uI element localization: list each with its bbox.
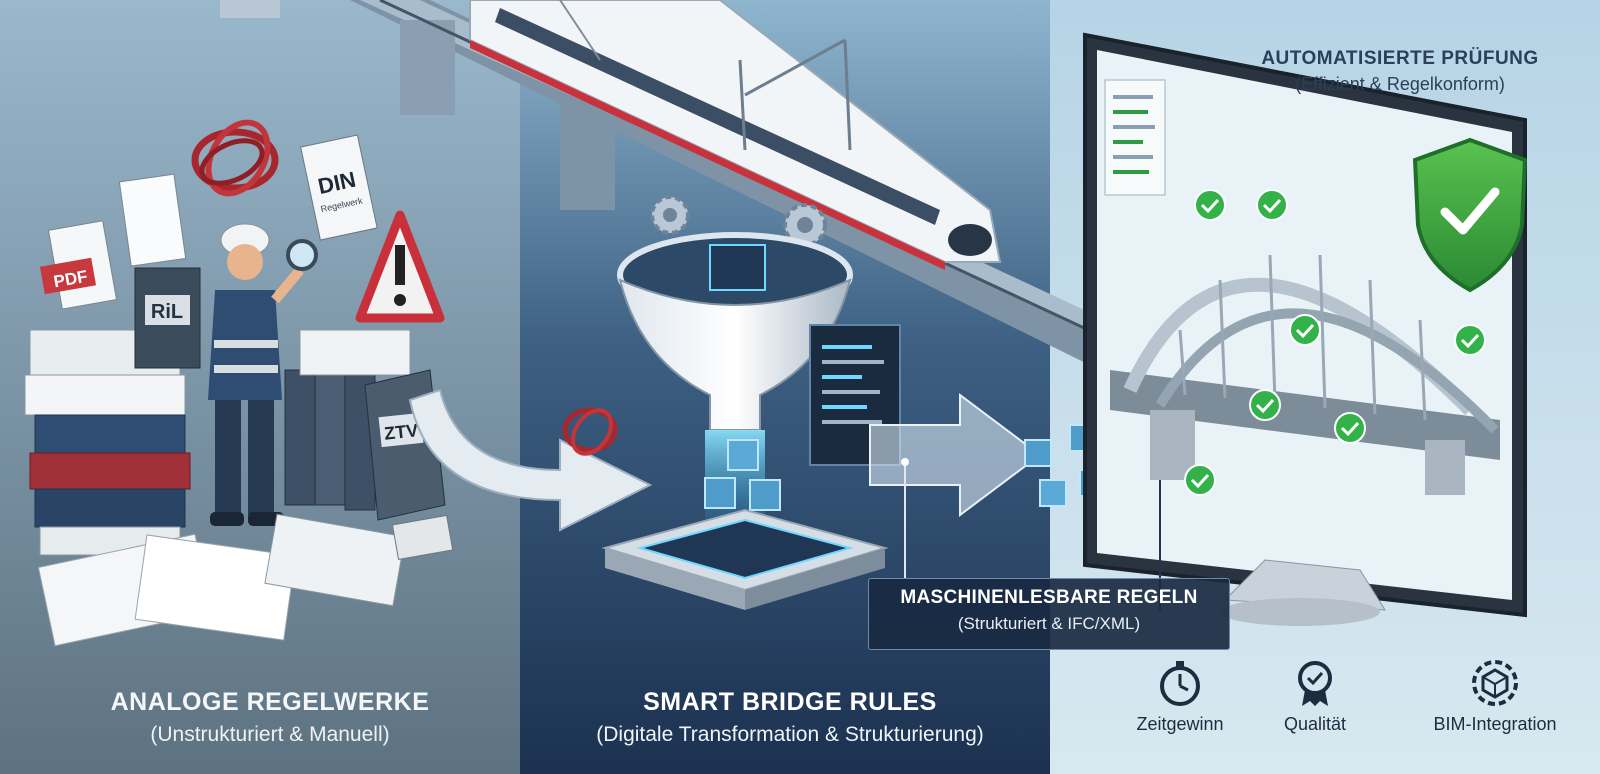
check-icon [1184,464,1216,496]
analog-subtitle: (Unstrukturiert & Manuell) [150,723,390,746]
binder-row [284,329,411,511]
analog-caption: ANALOGE REGELWERKE (Unstrukturiert & Man… [50,688,490,747]
bim-cube-gear-icon [1472,660,1518,706]
machine-rules-subtitle: (Strukturiert & IFC/XML) [957,614,1141,633]
auto-caption: AUTOMATISIERTE PRÜFUNG (Effizient & Rege… [1215,48,1585,95]
auto-subtitle: (Effizient & Regelkonform) [1295,74,1505,94]
smart-subtitle: (Digitale Transformation & Strukturierun… [596,723,984,746]
check-icon [1334,412,1366,444]
smart-caption: SMART BRIDGE RULES (Digitale Transformat… [525,688,1055,747]
benefit-quality-label: Qualität [1283,714,1347,734]
benefit-time: Zeitgewinn [1110,658,1250,735]
small-knot-icon [562,407,618,456]
check-icon [1249,389,1281,421]
quality-badge-icon [1298,661,1332,706]
tangled-knot-icon [191,119,279,197]
ril-label: RiL [151,301,183,323]
high-speed-train [469,0,1002,270]
auto-title: AUTOMATISIERTE PRÜFUNG [1261,48,1539,69]
blueprint-sheet [264,513,406,607]
rule-list-panel [1104,79,1166,196]
ril-binder: RiL [134,267,201,369]
machine-rules-title: MASCHINENLESBARE REGELN [900,587,1198,608]
check-icon [1256,189,1288,221]
check-icon [1194,189,1226,221]
din-document: DIN Regelwerk [300,134,378,241]
flow-arrow-left [408,388,653,532]
stopwatch-icon [1160,661,1200,706]
arch-bridge-model [1110,254,1500,495]
check-marks [1184,189,1486,496]
benefit-bim: BIM-Integration [1405,658,1585,735]
circuit-board-chip [601,508,889,610]
flow-arrow-right [869,393,1042,517]
code-panel [809,324,901,466]
funnel [617,232,853,431]
analog-title: ANALOGE REGELWERKE [110,688,430,716]
calculator-icon [391,514,454,560]
document-stack [24,329,297,647]
check-icon [1289,314,1321,346]
magnifier-icon [286,239,318,271]
check-icon [1454,324,1486,356]
smart-title: SMART BRIDGE RULES [643,688,937,716]
processor-chip-icon [709,244,766,291]
benefit-bim-label: BIM-Integration [1433,714,1557,734]
pdf-document: PDF [39,220,118,310]
engineer-figure [208,223,318,526]
warning-triangle-icon [355,210,445,323]
machine-rules-label: MASCHINENLESBARE REGELN (Strukturiert & … [868,578,1230,650]
ztv-label: ZTV [383,420,419,443]
benefit-time-label: Zeitgewinn [1136,714,1224,734]
shield-check-icon [1412,137,1528,293]
benefit-quality: Qualität [1245,658,1385,735]
